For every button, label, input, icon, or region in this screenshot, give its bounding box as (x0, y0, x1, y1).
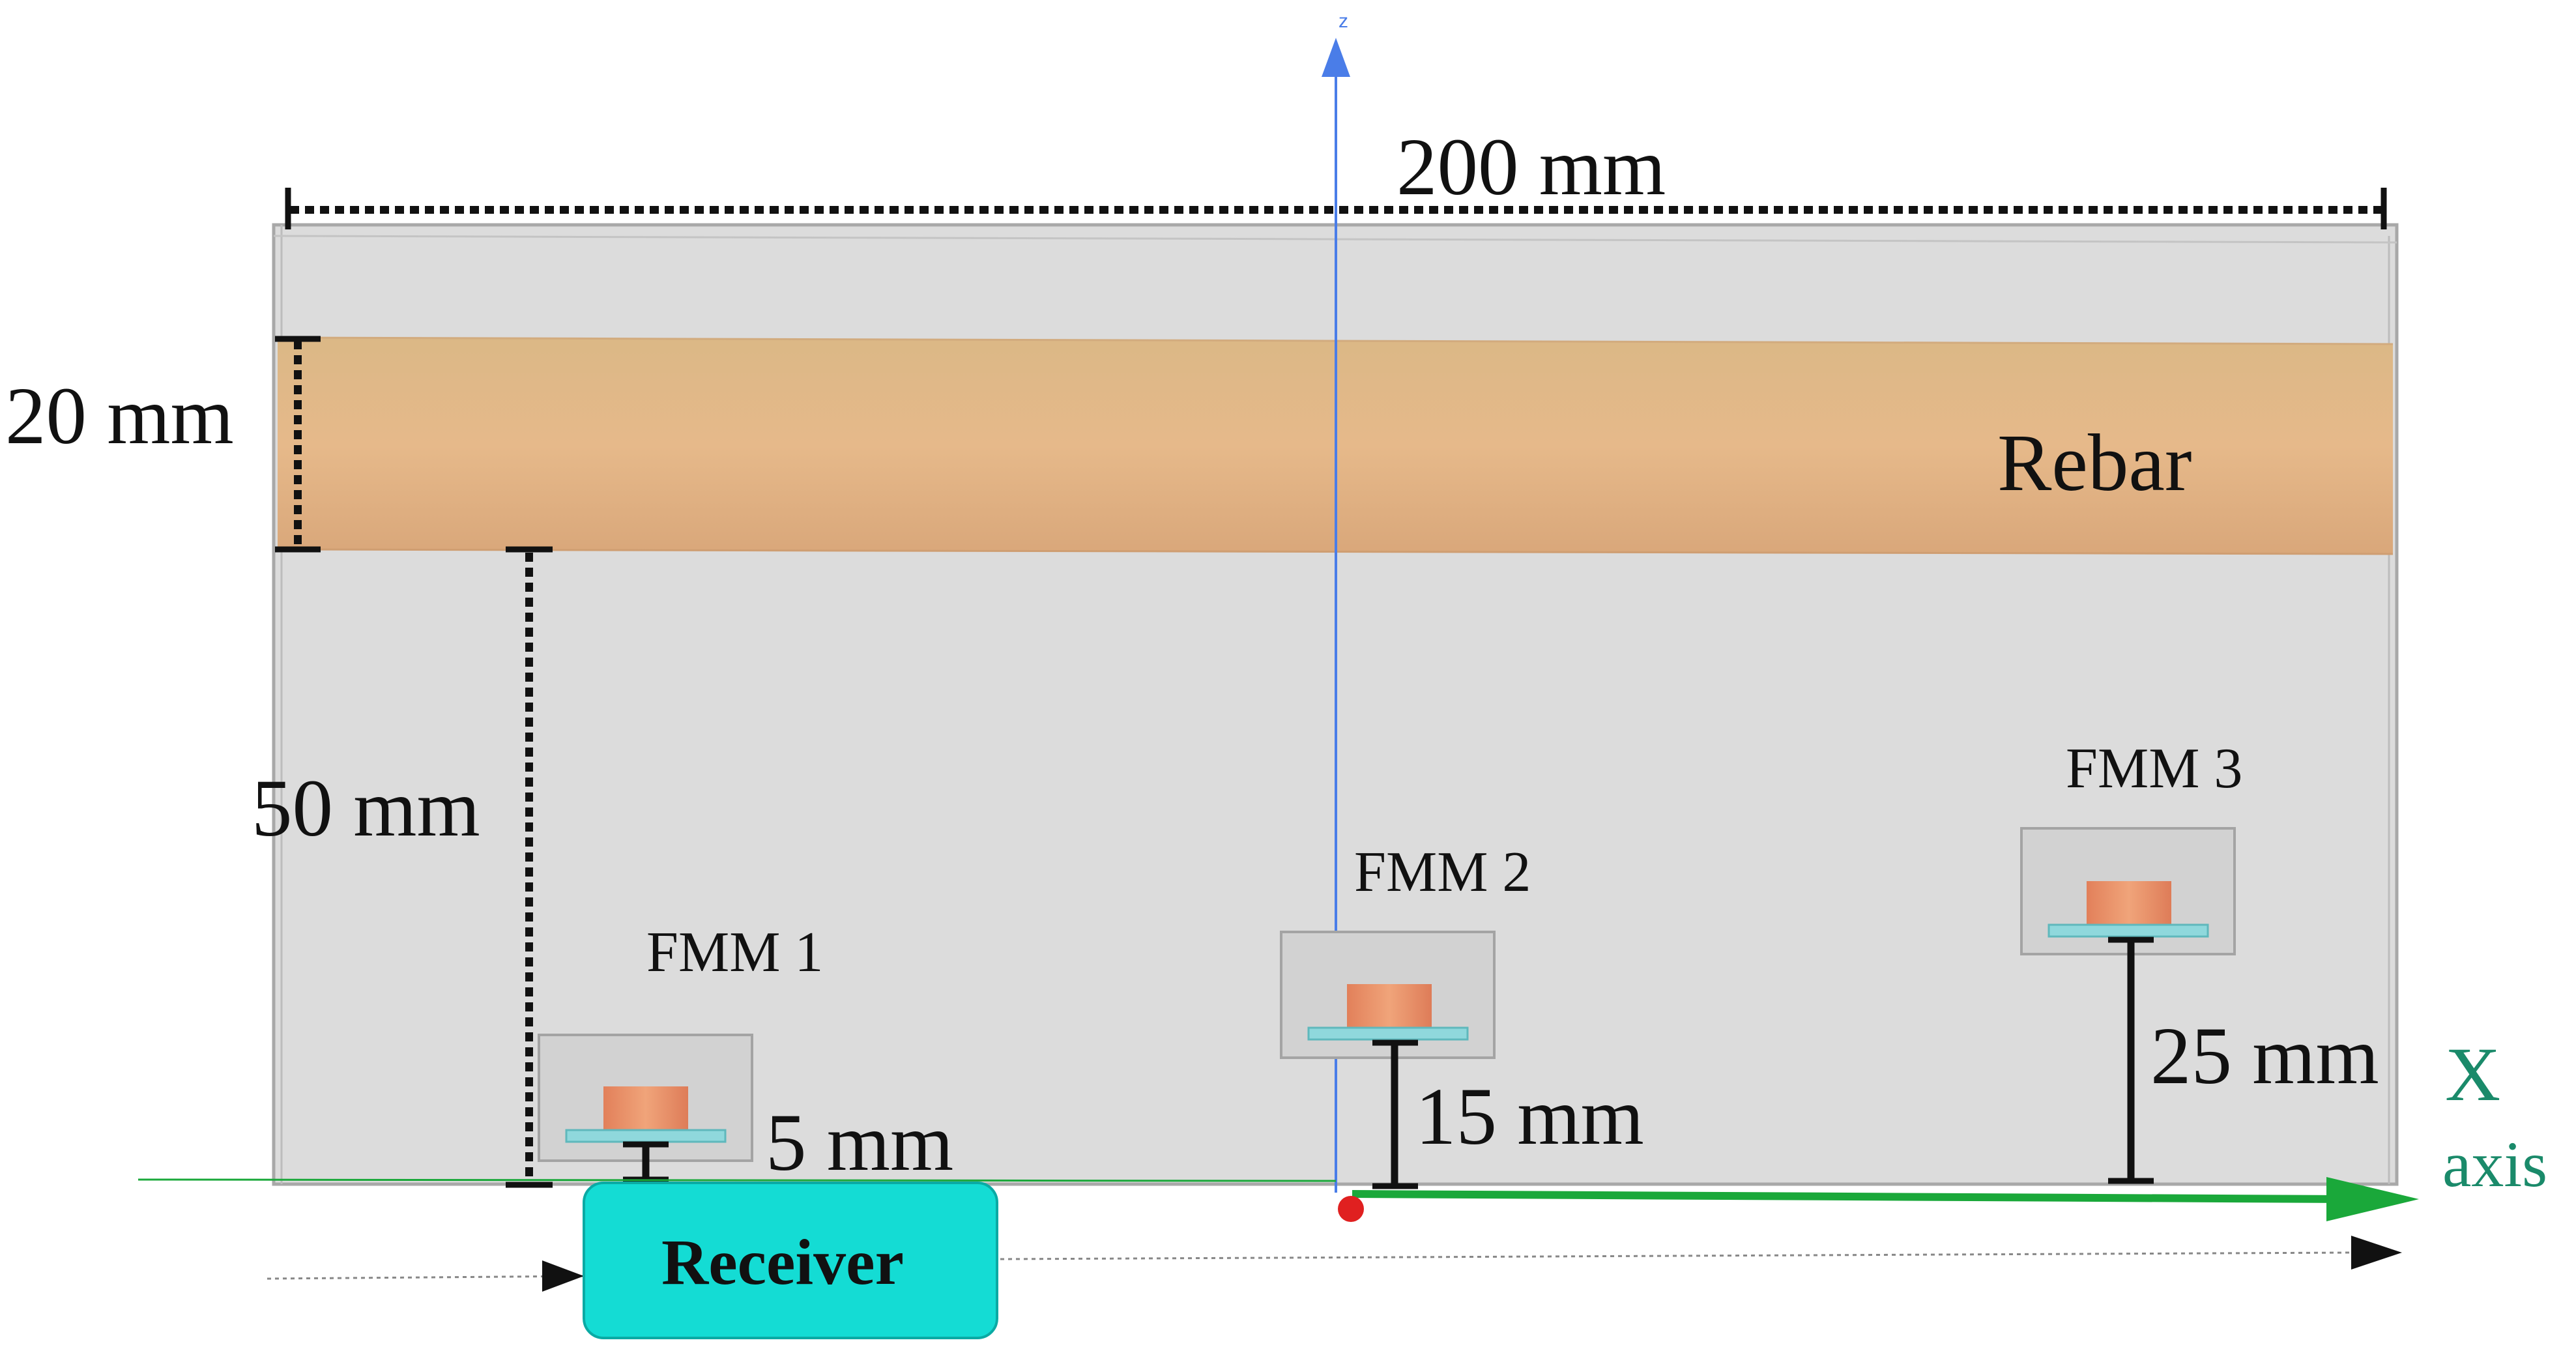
x-axis-label: X (2445, 1032, 2500, 1117)
rebar-diameter-label: 20 mm (5, 371, 234, 461)
origin-dot (1338, 1196, 1364, 1222)
fmm-2-label: FMM 2 (1354, 841, 1531, 904)
scan-start-arrow-icon (542, 1260, 584, 1292)
x-axis-label-2: axis (2442, 1128, 2547, 1200)
z-axis-label: z (1339, 10, 1348, 32)
ground-line (137, 1178, 1337, 1182)
receiver: Receiver (583, 1182, 998, 1339)
fmm-1-height-label: 5 mm (766, 1098, 953, 1188)
fmm-1-label: FMM 1 (646, 921, 823, 984)
receiver-label: Receiver (661, 1226, 904, 1298)
fmm-3-height-dimension: 25 mm (2108, 937, 2379, 1184)
rebar-depth-dimension: 50 mm (252, 546, 553, 1188)
width-dimension-label: 200 mm (1397, 123, 1666, 212)
scan-end-arrow-icon (2351, 1236, 2402, 1270)
fmm-3-label: FMM 3 (2066, 737, 2242, 800)
scan-path (267, 1236, 2402, 1292)
fmm-1: FMM 1 (538, 921, 823, 1162)
fmm-2-height-dimension: 15 mm (1372, 1039, 1644, 1189)
fmm-3: FMM 3 (2020, 737, 2242, 955)
rebar-label: Rebar (1997, 418, 2192, 508)
fmm-3-height-label: 25 mm (2150, 1011, 2379, 1101)
fmm-2: FMM 2 (1280, 841, 1531, 1059)
rebar-depth-label: 50 mm (252, 764, 480, 854)
rebar-diameter-dimension: 20 mm (5, 336, 321, 553)
x-axis: X axis (1352, 1032, 2547, 1221)
width-dimension: 200 mm (285, 123, 2387, 229)
fmm-2-height-label: 15 mm (1415, 1072, 1644, 1162)
